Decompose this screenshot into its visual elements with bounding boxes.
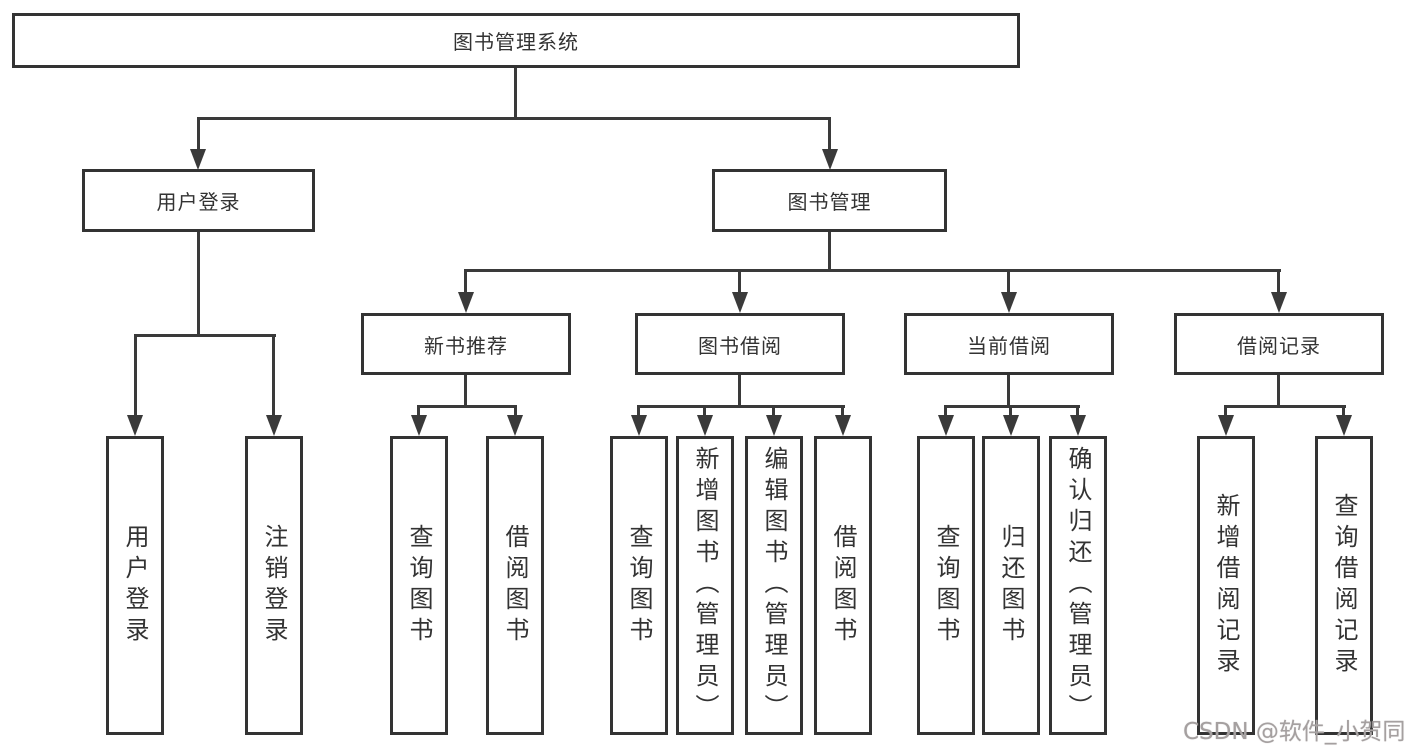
arrow-down-icon — [127, 415, 143, 436]
connector-line — [197, 117, 831, 120]
connector-line — [738, 269, 741, 295]
leaf-return-books: 归还图书 — [982, 436, 1040, 735]
arrow-down-icon — [1336, 415, 1352, 436]
connector-line — [1007, 269, 1010, 295]
arrow-down-icon — [458, 292, 474, 313]
leaf-borrow-books-label: 借阅图书 — [829, 523, 857, 648]
leaf-query-borrow-record-label: 查询借阅记录 — [1330, 492, 1358, 679]
arrow-down-icon — [1218, 415, 1234, 436]
connector-line — [1076, 405, 1079, 417]
node-borrow-records: 借阅记录 — [1174, 313, 1384, 375]
connector-line — [828, 232, 831, 272]
arrow-down-icon — [1070, 415, 1086, 436]
arrow-down-icon — [835, 415, 851, 436]
arrow-down-icon — [190, 149, 206, 170]
connector-line — [1009, 405, 1012, 417]
leaf-recommend-query-books: 查询图书 — [390, 436, 448, 735]
node-book-management: 图书管理 — [712, 169, 947, 232]
connector-line — [514, 405, 517, 417]
leaf-logout-label: 注销登录 — [260, 523, 288, 648]
arrow-down-icon — [631, 415, 647, 436]
node-borrow-records-label: 借阅记录 — [1237, 333, 1321, 358]
leaf-edit-books-admin: 编辑图书（管理员） — [745, 436, 803, 735]
connector-line — [637, 405, 845, 408]
node-new-book-recommend-label: 新书推荐 — [424, 333, 508, 358]
leaf-borrow-books: 借阅图书 — [814, 436, 872, 735]
arrow-down-icon — [1001, 292, 1017, 313]
connector-line — [417, 405, 420, 417]
arrow-down-icon — [697, 415, 713, 436]
connector-line — [1342, 405, 1345, 417]
connector-line — [197, 232, 200, 336]
connector-line — [828, 117, 831, 152]
connector-line — [738, 375, 741, 407]
leaf-current-query-books-label: 查询图书 — [932, 523, 960, 648]
arrow-down-icon — [732, 292, 748, 313]
leaf-recommend-borrow-books: 借阅图书 — [486, 436, 544, 735]
leaf-logout: 注销登录 — [245, 436, 303, 735]
leaf-borrow-query-books-label: 查询图书 — [625, 523, 653, 648]
connector-line — [1007, 375, 1010, 407]
node-current-borrow-label: 当前借阅 — [967, 333, 1051, 358]
leaf-confirm-return-admin-label: 确认归还（管理员） — [1064, 446, 1092, 725]
node-user-login: 用户登录 — [82, 169, 315, 232]
node-book-borrow: 图书借阅 — [635, 313, 845, 375]
connector-line — [134, 334, 276, 337]
connector-line — [197, 117, 200, 152]
watermark: CSDN @软件_小贺同学 — [1183, 719, 1405, 745]
connector-line — [703, 405, 706, 417]
connector-line — [464, 269, 467, 295]
connector-line — [464, 375, 467, 407]
connector-line — [944, 405, 947, 417]
connector-line — [1224, 405, 1346, 408]
arrow-down-icon — [411, 415, 427, 436]
connector-line — [465, 269, 1281, 272]
arrow-down-icon — [1271, 292, 1287, 313]
leaf-recommend-borrow-books-label: 借阅图书 — [501, 523, 529, 648]
node-new-book-recommend: 新书推荐 — [361, 313, 571, 375]
leaf-query-borrow-record: 查询借阅记录 — [1315, 436, 1373, 735]
leaf-add-books-admin: 新增图书（管理员） — [676, 436, 734, 735]
connector-line — [1277, 375, 1280, 407]
connector-line — [637, 405, 640, 417]
arrow-down-icon — [1003, 415, 1019, 436]
arrow-down-icon — [938, 415, 954, 436]
arrow-down-icon — [822, 149, 838, 170]
node-root: 图书管理系统 — [12, 13, 1020, 68]
arrow-down-icon — [766, 415, 782, 436]
connector-line — [134, 334, 137, 416]
arrow-down-icon — [507, 415, 523, 436]
leaf-add-borrow-record-label: 新增借阅记录 — [1212, 492, 1240, 679]
leaf-borrow-query-books: 查询图书 — [610, 436, 668, 735]
leaf-current-query-books: 查询图书 — [917, 436, 975, 735]
connector-line — [841, 405, 844, 417]
connector-line — [514, 68, 517, 119]
leaf-add-books-admin-label: 新增图书（管理员） — [691, 446, 719, 725]
connector-line — [272, 334, 275, 416]
node-book-borrow-label: 图书借阅 — [698, 333, 782, 358]
connector-line — [1277, 269, 1280, 295]
leaf-return-books-label: 归还图书 — [997, 523, 1025, 648]
connector-line — [417, 405, 517, 408]
leaf-user-login: 用户登录 — [106, 436, 164, 735]
leaf-edit-books-admin-label: 编辑图书（管理员） — [760, 446, 788, 725]
node-user-login-label: 用户登录 — [156, 190, 241, 214]
leaf-user-login-label: 用户登录 — [121, 523, 149, 648]
connector-line — [1224, 405, 1227, 417]
leaf-add-borrow-record: 新增借阅记录 — [1197, 436, 1255, 735]
node-current-borrow: 当前借阅 — [904, 313, 1114, 375]
connector-line — [944, 405, 1080, 408]
connector-line — [772, 405, 775, 417]
node-root-label: 图书管理系统 — [453, 30, 579, 54]
leaf-confirm-return-admin: 确认归还（管理员） — [1049, 436, 1107, 735]
leaf-recommend-query-books-label: 查询图书 — [405, 523, 433, 648]
node-book-management-label: 图书管理 — [787, 190, 872, 214]
arrow-down-icon — [266, 415, 282, 436]
